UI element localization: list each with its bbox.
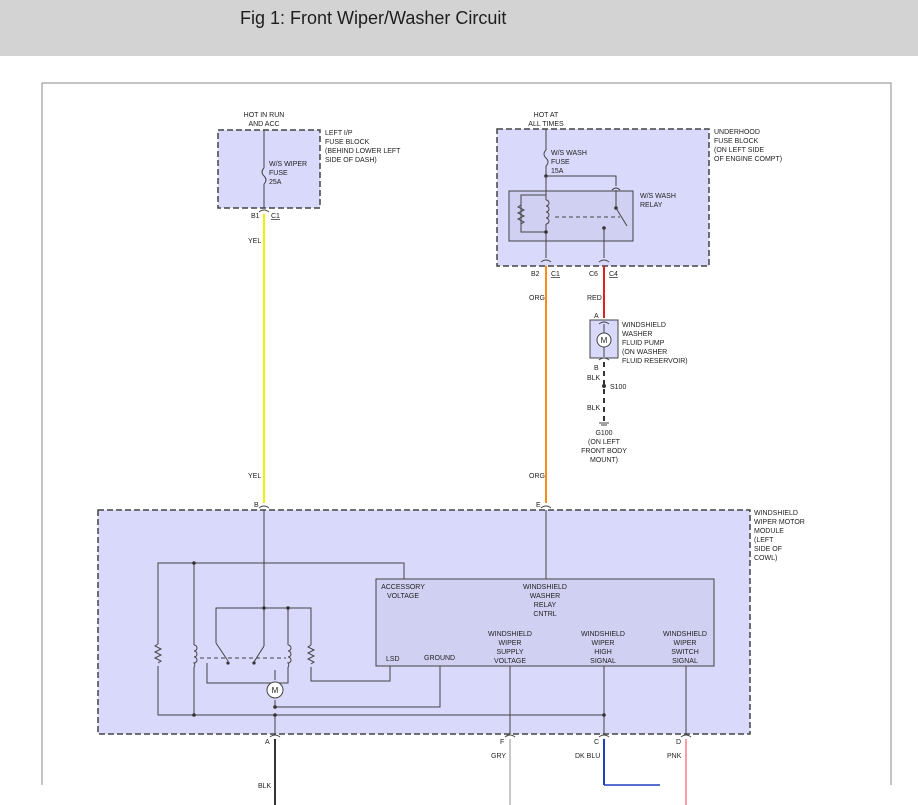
org-wire-label-bottom: ORG [529, 473, 545, 480]
accessory-label-2: VOLTAGE [387, 593, 419, 600]
lsd-label: LSD [386, 656, 400, 663]
left-source-line-1: HOT IN RUN [244, 112, 285, 119]
underhood-label-4: OF ENGINE COMPT) [714, 156, 782, 163]
splice-s100-label: S100 [610, 384, 626, 391]
underhood-label-2: FUSE BLOCK [714, 138, 759, 145]
supply-label-2: WIPER [499, 640, 522, 647]
dkblu-wire-label: DK BLU [575, 753, 600, 760]
module-label-6: COWL) [754, 555, 777, 562]
left-source-line-2: AND ACC [248, 121, 279, 128]
module-label-4: (LEFT [754, 537, 774, 544]
module-label-1: WINDSHIELD [754, 510, 798, 517]
underhood-connector-c1: C1 [551, 271, 560, 278]
module-pin-c: C [594, 739, 599, 746]
left-block-label-1: LEFT I/P [325, 130, 353, 137]
module-internal-wiring [153, 510, 687, 734]
blk-wire-label-bottom: BLK [258, 783, 272, 790]
figure-header: Fig 1: Front Wiper/Washer Circuit [0, 0, 918, 56]
underhood-source-line-2: ALL TIMES [528, 121, 564, 128]
left-block-label-4: SIDE OF DASH) [325, 157, 377, 164]
underhood-source-line-1: HOT AT [534, 112, 559, 119]
underhood-pin-c6: C6 [589, 271, 598, 278]
pump-label-2: WASHER [622, 331, 652, 338]
relay-ctrl-label-1: WINDSHIELD [523, 584, 567, 591]
pump-pin-b: B [594, 365, 599, 372]
relay-coil [545, 199, 550, 225]
pump-pin-a: A [594, 313, 599, 320]
left-connector-c1: C1 [271, 213, 280, 220]
wash-fuse-label-2: FUSE [551, 159, 570, 166]
ground-term-label: GROUND [424, 655, 455, 662]
left-fuse-label-1: W/S WIPER [269, 161, 307, 168]
switch-label-4: SIGNAL [672, 658, 698, 665]
module-label-2: WIPER MOTOR [754, 519, 805, 526]
high-label-3: HIGH [594, 649, 612, 656]
supply-label-1: WINDSHIELD [488, 631, 532, 638]
wash-relay-label-1: W/S WASH [640, 193, 676, 200]
left-fuse-label-3: 25A [269, 179, 282, 186]
figure-title: Fig 1: Front Wiper/Washer Circuit [240, 8, 507, 28]
gry-wire-label: GRY [491, 753, 506, 760]
ground-label-1: G100 [595, 430, 612, 437]
yel-wire-label-top: YEL [248, 238, 261, 245]
switch-label-3: SWITCH [671, 649, 699, 656]
relay-ctrl-label-2: WASHER [530, 593, 560, 600]
relay-ctrl-label-3: RELAY [534, 602, 557, 609]
underhood-label-3: (ON LEFT SIDE [714, 147, 764, 154]
ground-label-4: MOUNT) [590, 457, 618, 464]
ground-label-3: FRONT BODY [581, 448, 627, 455]
ground-label-2: (ON LEFT [588, 439, 621, 446]
splice-s100-dot [602, 384, 606, 388]
pump-label-3: FLUID PUMP [622, 340, 665, 347]
module-pin-e: E [536, 502, 541, 509]
pump-label-1: WINDSHIELD [622, 322, 666, 329]
accessory-label-1: ACCESSORY [381, 584, 425, 591]
module-label-3: MODULE [754, 528, 784, 535]
high-label-1: WINDSHIELD [581, 631, 625, 638]
wash-relay-box [508, 190, 634, 242]
module-pin-d: D [676, 739, 681, 746]
module-label-5: SIDE OF [754, 546, 782, 553]
left-fuse-symbol [261, 167, 267, 185]
left-pin-b1: B1 [251, 213, 260, 220]
wash-relay-label-2: RELAY [640, 202, 663, 209]
pnk-wire-label: PNK [667, 753, 682, 760]
underhood-label-1: UNDERHOOD [714, 129, 760, 136]
relay-ctrl-label-4: CNTRL [533, 611, 556, 618]
left-fuse-block-box [217, 129, 321, 209]
wash-fuse-label-1: W/S WASH [551, 150, 587, 157]
blk-wire-label-2: BLK [587, 405, 601, 412]
underhood-connector-c4: C4 [609, 271, 618, 278]
pump-label-4: (ON WASHER [622, 349, 667, 356]
high-label-2: WIPER [592, 640, 615, 647]
yel-wire-label-bottom: YEL [248, 473, 261, 480]
left-block-label-3: (BEHIND LOWER LEFT [325, 148, 401, 155]
high-label-4: SIGNAL [590, 658, 616, 665]
diagram-frame [41, 82, 892, 785]
wiper-motor-icon [266, 681, 284, 699]
underhood-pin-b2: B2 [531, 271, 540, 278]
left-block-label-2: FUSE BLOCK [325, 139, 370, 146]
module-pin-f: F [500, 739, 504, 746]
module-control-box [375, 578, 715, 667]
relay-coil-resistor [516, 204, 526, 225]
wiper-motor-label: M [272, 686, 279, 695]
blk-wire-label-1: BLK [587, 375, 601, 382]
pump-label-5: FLUID RESERVOIR) [622, 358, 688, 365]
supply-label-4: VOLTAGE [494, 658, 526, 665]
wash-fuse-symbol [543, 149, 549, 167]
wash-fuse-label-3: 15A [551, 168, 564, 175]
module-pin-b: B [254, 502, 259, 509]
switch-label-1: WINDSHIELD [663, 631, 707, 638]
left-connector-symbol [258, 209, 270, 213]
pump-motor-label: M [601, 336, 608, 345]
supply-label-3: SUPPLY [496, 649, 523, 656]
red-wire-label: RED [587, 295, 602, 302]
module-pin-a: A [265, 739, 270, 746]
org-wire-label-top: ORG [529, 295, 545, 302]
switch-label-2: WIPER [674, 640, 697, 647]
left-fuse-label-2: FUSE [269, 170, 288, 177]
